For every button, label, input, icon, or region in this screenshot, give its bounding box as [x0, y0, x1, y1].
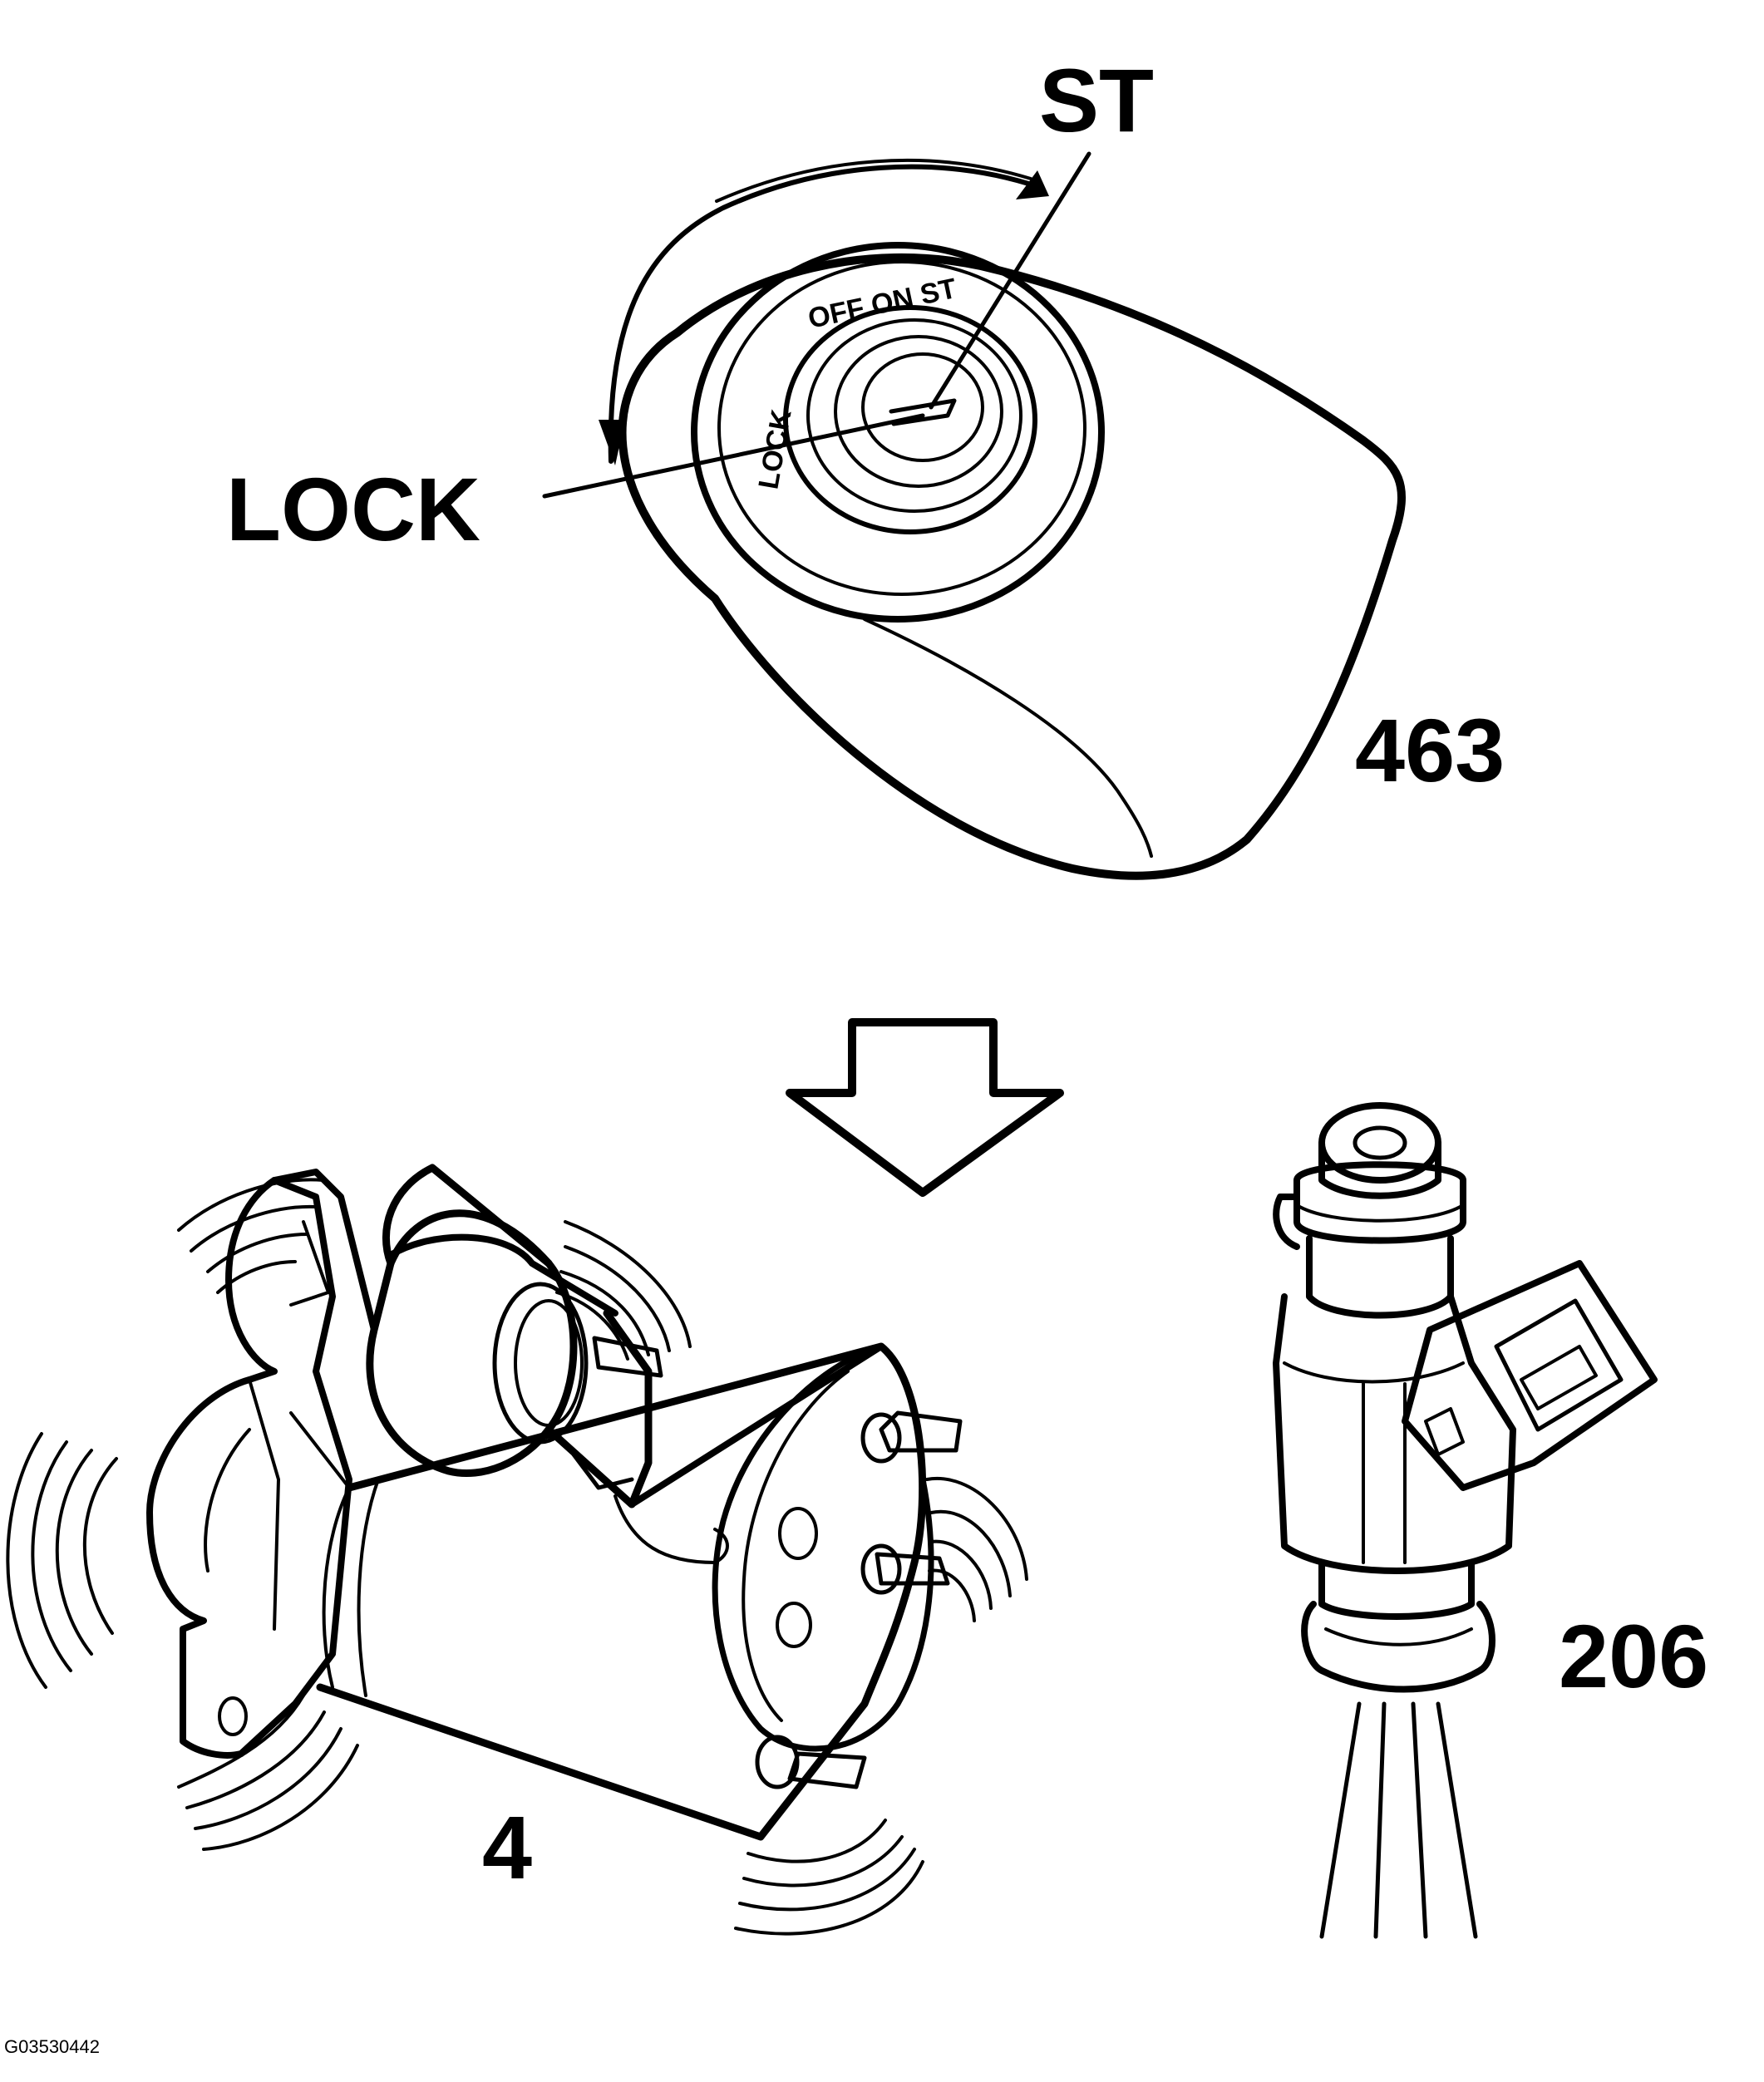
rotation-arrowhead-lock: [599, 420, 625, 465]
injector-body-edge: [1283, 1361, 1465, 1384]
starter-drive-housing: [146, 1177, 352, 1759]
starter-solenoid-rim: [387, 1233, 618, 1317]
st-label: ST: [1039, 50, 1154, 150]
starter-number: 4: [482, 1797, 532, 1897]
injector-upper-body: [1306, 1235, 1454, 1319]
key-slot: [889, 398, 957, 426]
switch-housing-edge: [863, 618, 1153, 858]
injector-main-body: [1273, 1293, 1516, 1574]
bezel-ring: [717, 260, 1086, 596]
lock-label: LOCK: [226, 459, 480, 559]
starter-motor: 4: [6, 1164, 1028, 1936]
spray-lines-icon: [1319, 1701, 1478, 1939]
starter-bracket: [271, 1169, 377, 1333]
starter-solenoid-cap: [544, 1309, 653, 1509]
key-barrel-ring-3: [834, 335, 1003, 488]
ignition-switch: LOCK OFF ON ST ST LOCK 463: [226, 50, 1505, 880]
starter-solenoid-face-2: [514, 1299, 584, 1427]
lock-leader-line: [542, 413, 925, 499]
starter-terminal-studs: [755, 1410, 963, 1789]
injector-clip: [1273, 1194, 1300, 1250]
key-barrel-ring-2: [806, 318, 1022, 513]
key-barrel-ring-4: [861, 352, 984, 462]
starter-end-cap-rim: [742, 1370, 850, 1722]
connector-latch: [1424, 1407, 1465, 1456]
starter-drive-detail-2: [248, 1378, 280, 1631]
vibration-lines-icon: [6, 1178, 1028, 1936]
st-leader-line: [929, 151, 1091, 410]
key-barrel-ring: [783, 305, 1037, 534]
injector-lower-body: [1318, 1559, 1475, 1620]
rotation-arrow-icon: [599, 158, 1049, 465]
solenoid-strap: [613, 1494, 729, 1564]
fuel-injector: 206: [1273, 1102, 1708, 1939]
starter-solenoid-top: [387, 1209, 553, 1267]
bezel-outer-ring: [691, 242, 1105, 623]
connector-socket: [1494, 1298, 1624, 1432]
injector-number: 206: [1559, 1606, 1708, 1706]
starter-end-cap: [712, 1343, 934, 1752]
starter-bracket-detail: [289, 1220, 330, 1307]
starter-body-band: [322, 1486, 351, 1689]
starter-solenoid-face: [492, 1282, 589, 1445]
injector-connector: [1402, 1260, 1658, 1491]
starter-body-band-2: [357, 1478, 380, 1697]
injector-lower-o-ring: [1301, 1601, 1495, 1693]
rotation-arrowhead-st: [1016, 170, 1049, 199]
starter-body: [316, 1342, 927, 1841]
figure-id: G03530442: [4, 2036, 100, 2057]
connector-pin: [1520, 1345, 1598, 1410]
starter-body-seam: [289, 1411, 351, 1489]
solenoid-stud: [592, 1336, 663, 1378]
starter-drive-detail: [204, 1428, 251, 1573]
ignition-switch-number: 463: [1355, 700, 1505, 800]
starter-mount-hole: [218, 1696, 248, 1736]
injector-inlet-neck: [1318, 1139, 1441, 1199]
down-arrow-icon: [786, 1018, 1064, 1197]
injector-collar-band: [1295, 1203, 1465, 1223]
switch-housing: [618, 253, 1407, 880]
injector-o-ring-band: [1324, 1627, 1473, 1646]
solenoid-terminal: [571, 1452, 634, 1490]
injector-collar: [1293, 1161, 1466, 1244]
injector-inlet-bore: [1353, 1125, 1407, 1160]
solenoid-body-top: [628, 1343, 884, 1508]
